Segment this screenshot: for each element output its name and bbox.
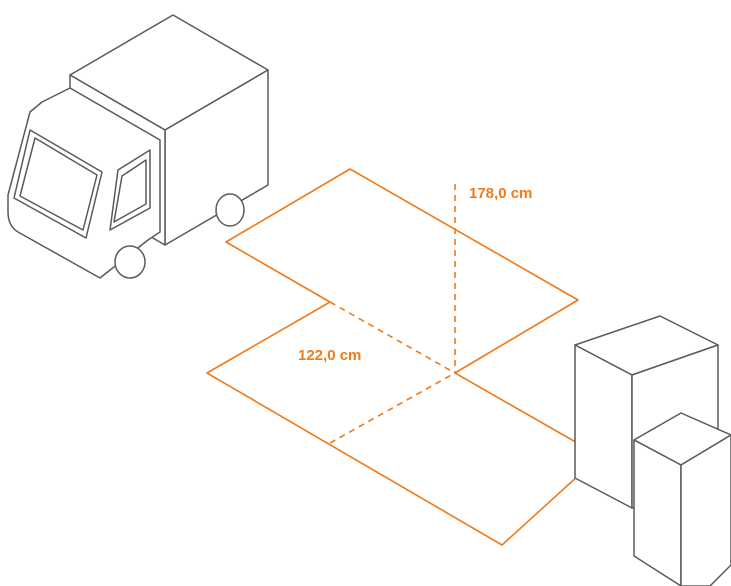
width-guide-lower bbox=[329, 372, 456, 444]
boxes-icon bbox=[574, 315, 731, 586]
height-label: 178,0 cm bbox=[469, 185, 532, 202]
floor-outline bbox=[206, 168, 601, 546]
width-guide-upper bbox=[329, 301, 456, 374]
truck-windshield-inner bbox=[19, 137, 98, 231]
floor-area: 178,0 cm 122,0 cm bbox=[206, 168, 601, 546]
width-label: 122,0 cm bbox=[298, 347, 361, 364]
truck-side-window-inner bbox=[113, 159, 147, 223]
truck-rear-wheel bbox=[215, 193, 245, 227]
truck-front-wheel bbox=[114, 245, 146, 279]
box-small-right bbox=[680, 434, 731, 586]
delivery-truck-icon bbox=[7, 14, 269, 279]
box-small-left bbox=[633, 439, 682, 586]
